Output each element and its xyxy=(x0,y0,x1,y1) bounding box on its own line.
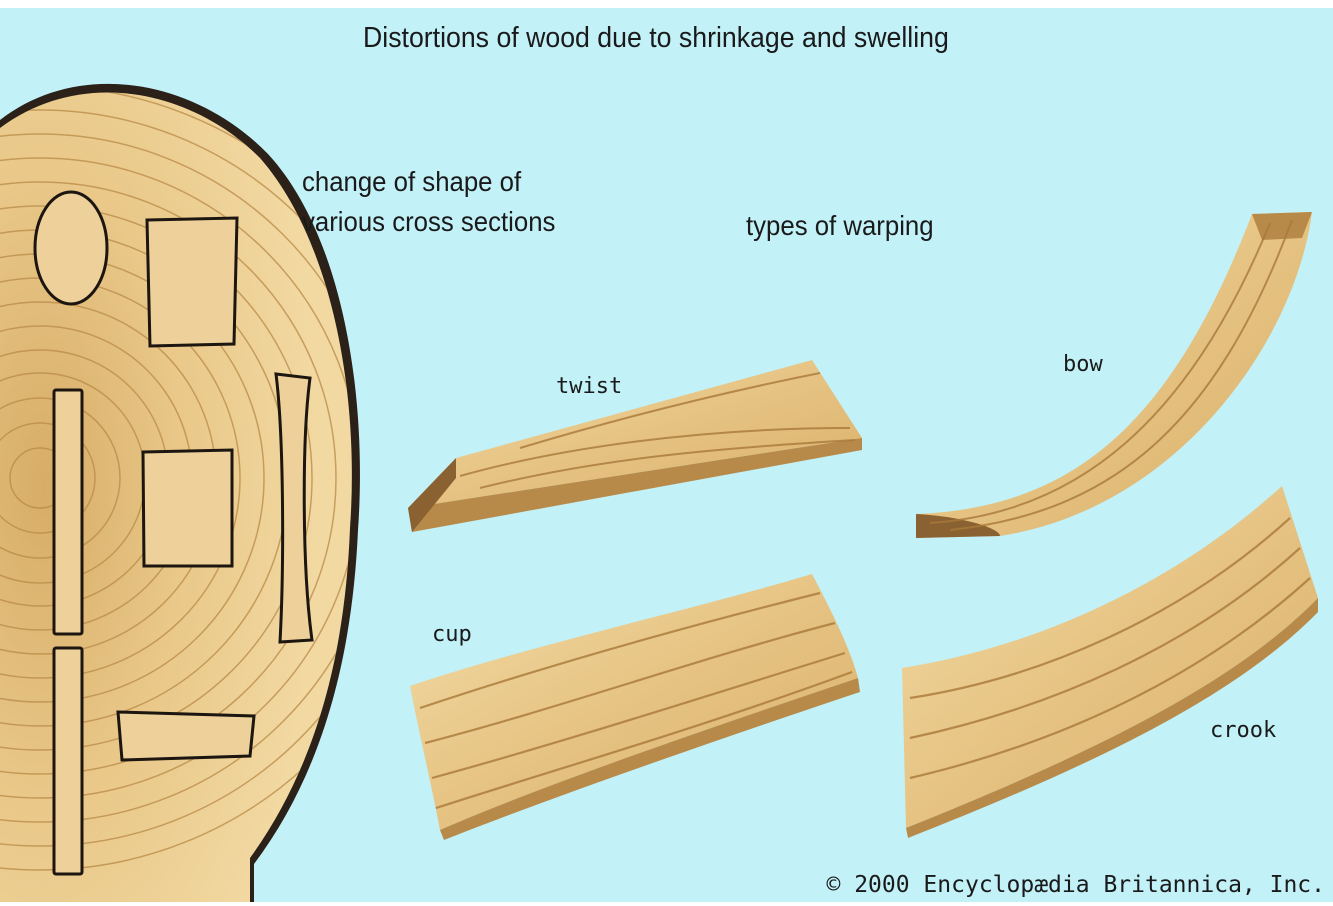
twist-label: twist xyxy=(556,374,622,399)
crook-label: crook xyxy=(1210,718,1276,743)
twist-board xyxy=(408,360,862,532)
round-section xyxy=(35,192,107,304)
cross-sections-heading-line-1: change of shape of xyxy=(302,162,555,202)
vertical-strip-lower-section xyxy=(54,648,82,874)
square-section-middle xyxy=(143,450,232,566)
wood-illustration xyxy=(0,8,1333,902)
vertical-strip-section xyxy=(54,390,82,634)
cross-sections-heading-line-2: various cross sections xyxy=(302,202,555,242)
diagram-title: Distortions of wood due to shrinkage and… xyxy=(363,22,949,55)
cross-sections-heading: change of shape of various cross section… xyxy=(302,162,555,242)
warping-heading: types of warping xyxy=(746,206,934,246)
flat-plank-section xyxy=(118,712,254,760)
copyright-notice: © 2000 Encyclopædia Britannica, Inc. xyxy=(827,872,1326,898)
cup-board xyxy=(410,574,860,840)
crook-board xyxy=(902,486,1318,838)
diagram-canvas: Distortions of wood due to shrinkage and… xyxy=(0,8,1333,902)
bow-label: bow xyxy=(1063,352,1103,377)
square-section-top xyxy=(147,218,237,346)
cup-label: cup xyxy=(432,622,472,647)
bow-board xyxy=(916,212,1312,538)
